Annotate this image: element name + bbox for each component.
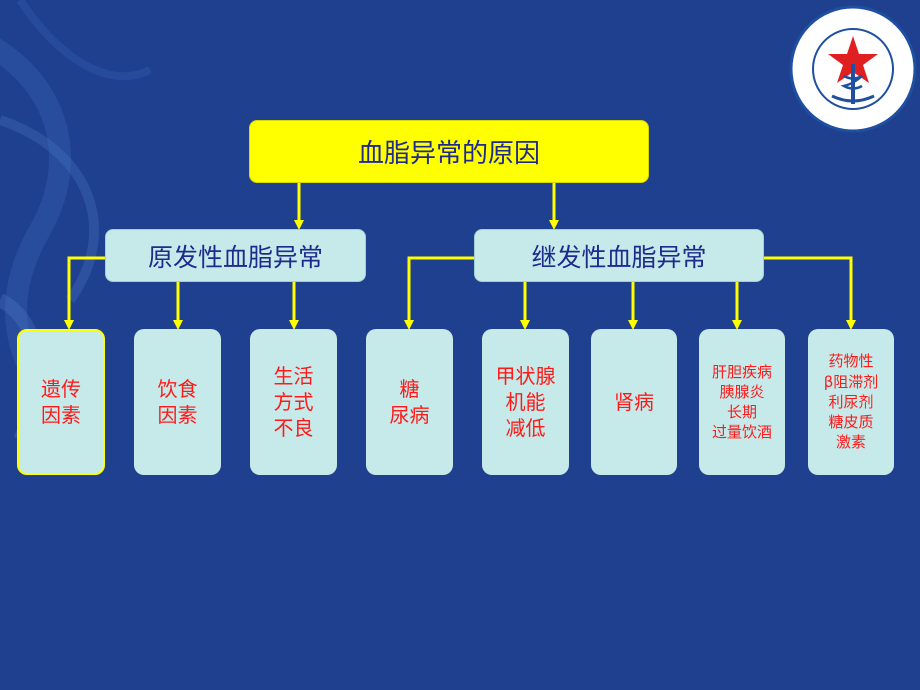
group-secondary: 继发性血脂异常 xyxy=(474,229,764,282)
leaf-hypothyroidism: 甲状腺 机能 减低 xyxy=(482,329,569,475)
hospital-logo xyxy=(789,5,917,133)
leaf-drugs: 药物性 β阻滞剂 利尿剂 糖皮质 激素 xyxy=(808,329,894,475)
leaf-lifestyle: 生活 方式 不良 xyxy=(250,329,337,475)
leaf-diabetes: 糖 尿病 xyxy=(366,329,453,475)
leaf-diet-factors: 饮食 因素 xyxy=(134,329,221,475)
leaf-genetic-factors: 遗传 因素 xyxy=(17,329,105,475)
leaf-liver-pancreas-alcohol: 肝胆疾病 胰腺炎 长期 过量饮酒 xyxy=(699,329,785,475)
leaf-kidney-disease: 肾病 xyxy=(591,329,677,475)
root-node: 血脂异常的原因 xyxy=(249,120,649,183)
group-primary: 原发性血脂异常 xyxy=(105,229,366,282)
